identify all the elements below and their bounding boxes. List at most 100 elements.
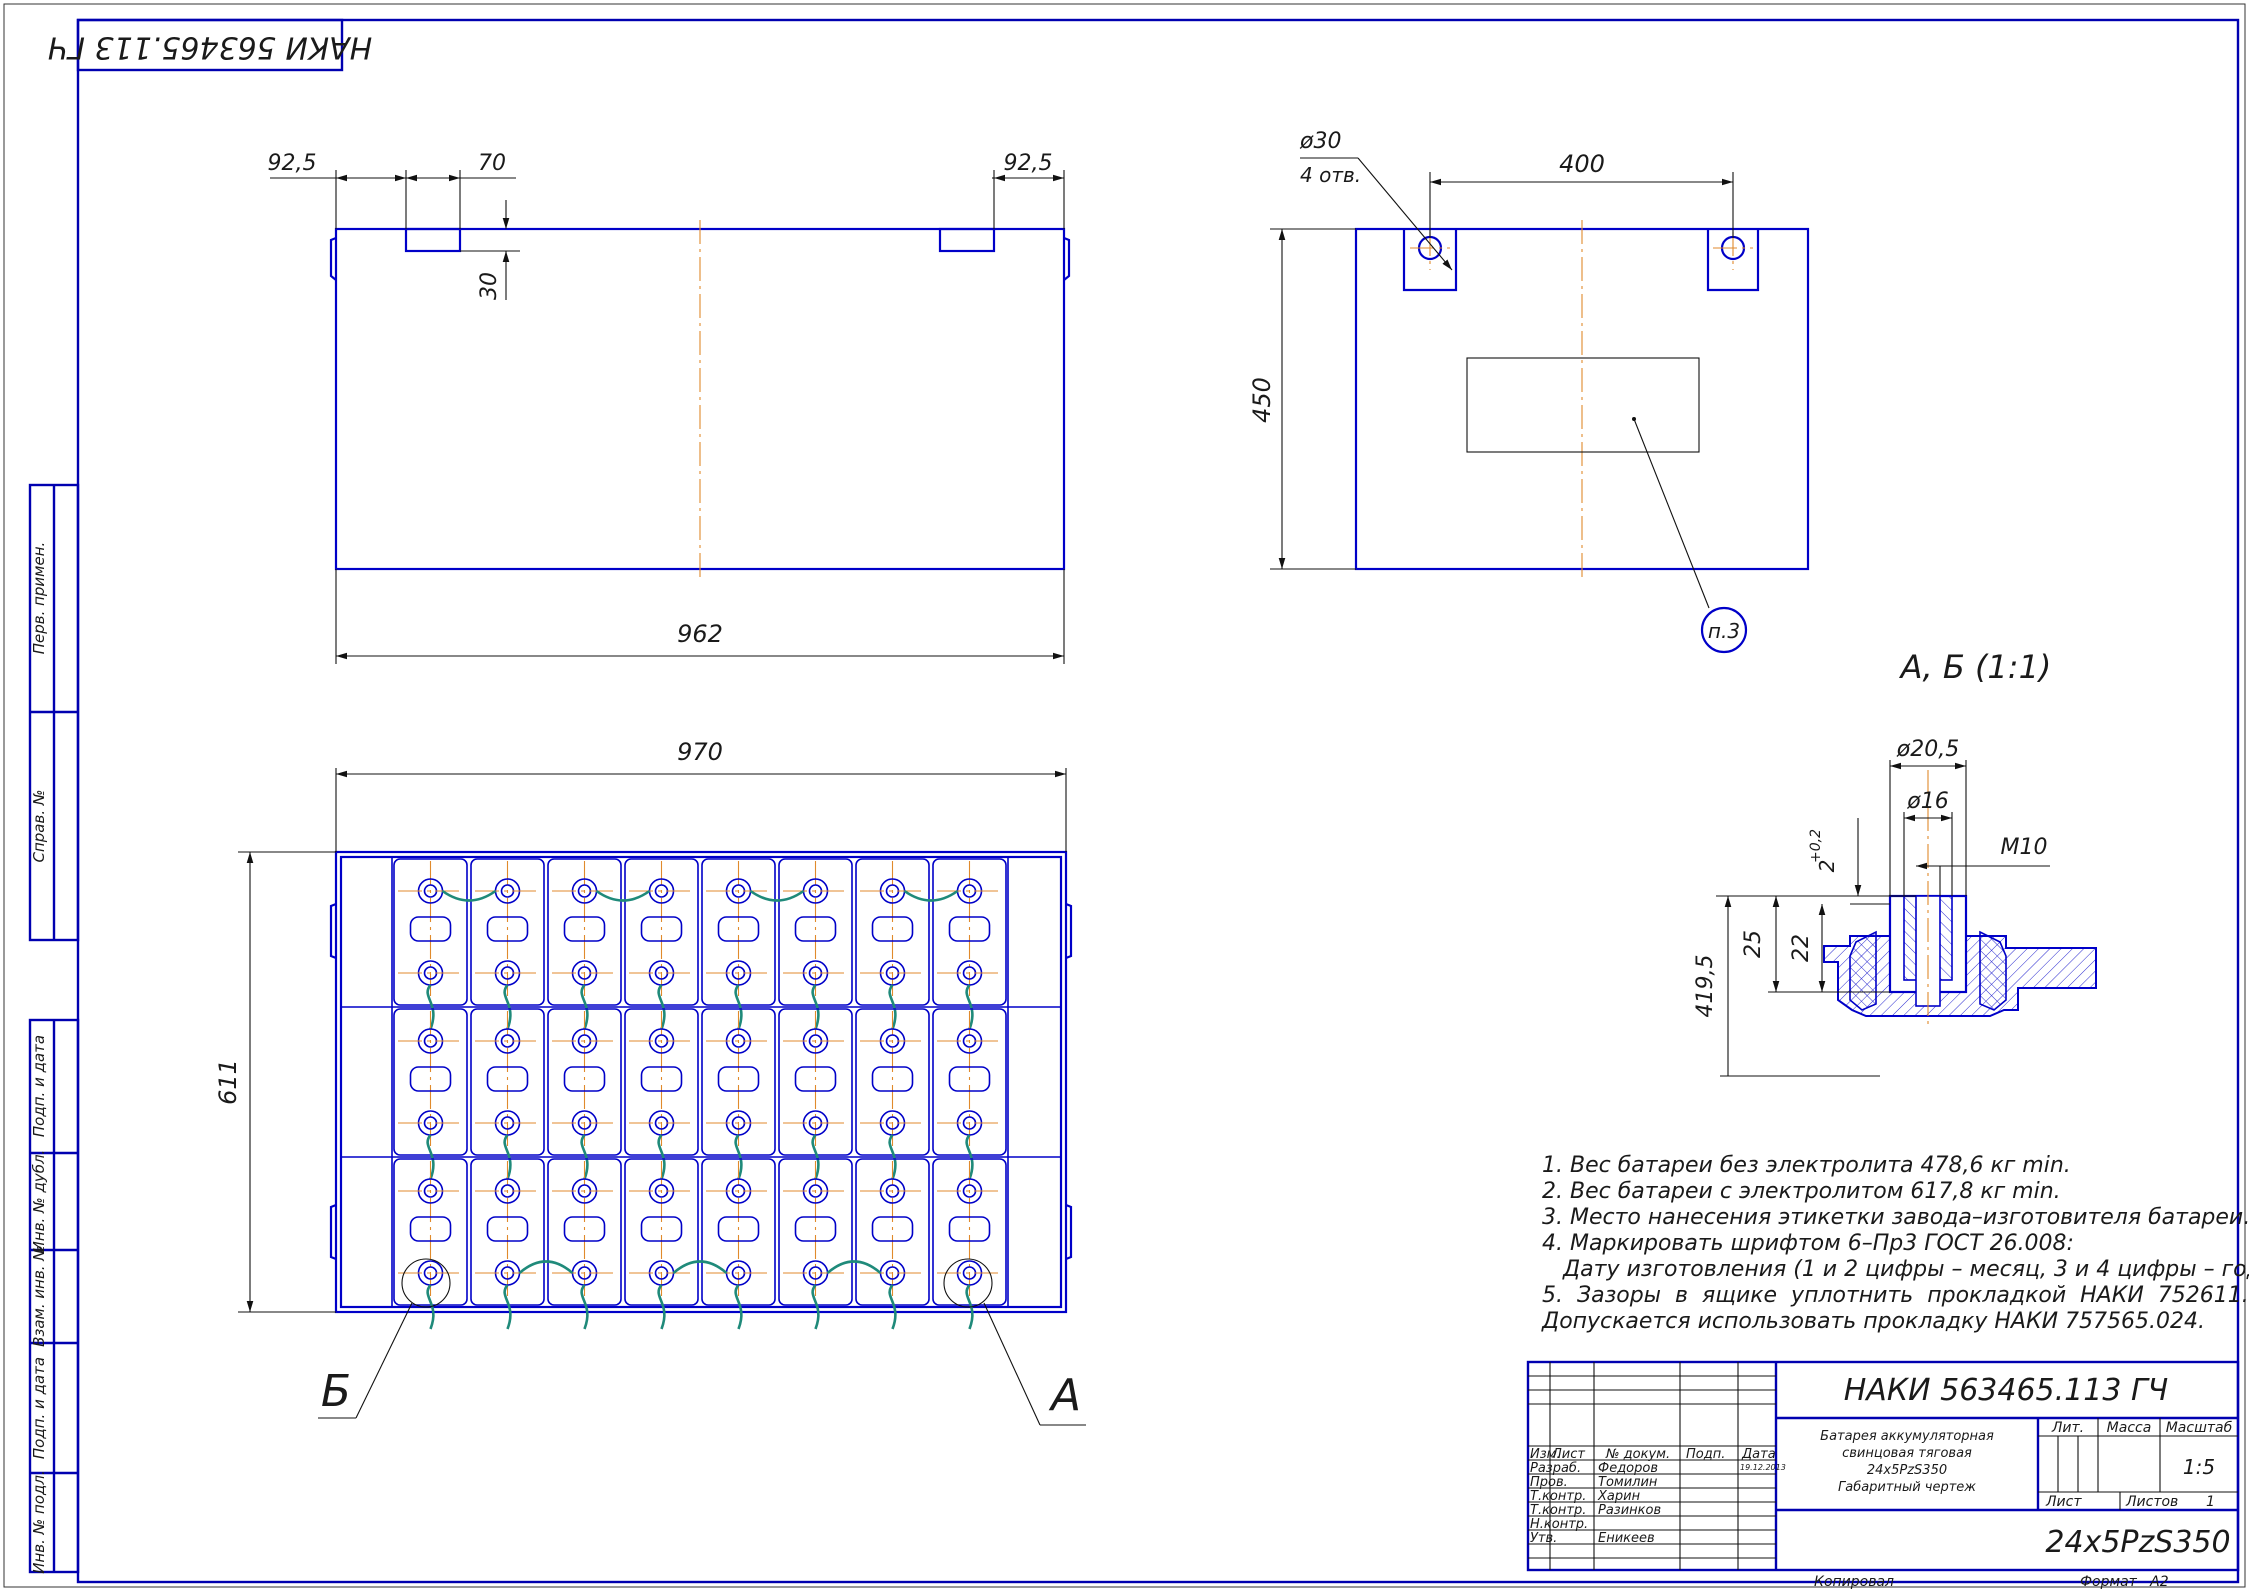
tb-designation: НАКИ 563465.113 ГЧ bbox=[1844, 1373, 2169, 1408]
dim-detail-gap-tol: +0,2 bbox=[1808, 829, 1824, 863]
label-area bbox=[1466, 357, 1700, 453]
inter-cell-connector bbox=[749, 889, 805, 902]
vent-plug bbox=[717, 1216, 760, 1242]
inter-cell-connector bbox=[657, 1284, 666, 1330]
inter-cell-connector bbox=[657, 984, 666, 1030]
dim-front-length: 962 bbox=[677, 620, 723, 648]
inter-cell-connector bbox=[965, 1134, 974, 1180]
inter-cell-connector bbox=[965, 1284, 974, 1330]
front-edge-tabs bbox=[329, 236, 1071, 281]
tb-label: Масштаб bbox=[2166, 1420, 2233, 1436]
inter-cell-connector bbox=[595, 889, 651, 902]
tb-copied: Копировал bbox=[1814, 1574, 1894, 1590]
terminal-seal bbox=[1849, 930, 2007, 1011]
tb-name: Еникеев bbox=[1598, 1531, 1655, 1546]
tb-role: Разраб. bbox=[1530, 1461, 1581, 1476]
side-column-label: Взам. инв. № bbox=[30, 1245, 48, 1347]
dim-detail-h3: 419,5 bbox=[1693, 955, 1718, 1018]
vent-plug bbox=[486, 1216, 529, 1242]
cell-grid bbox=[341, 857, 1061, 1330]
vent-plug bbox=[563, 916, 606, 942]
detail-circle-a bbox=[943, 1258, 993, 1308]
inter-cell-connector bbox=[672, 1260, 728, 1274]
tb-role: Н.контр. bbox=[1530, 1517, 1588, 1532]
inter-cell-connector bbox=[426, 984, 435, 1030]
vent-plug bbox=[640, 1216, 683, 1242]
dim-front-right: 92,5 bbox=[1004, 151, 1053, 176]
dim-detail-d1: ø20,5 bbox=[1896, 737, 1959, 762]
inter-cell-connector bbox=[426, 1284, 435, 1330]
rotated-designation-box: НАКИ 563465.113 ГЧ bbox=[48, 18, 372, 72]
inter-cell-connector bbox=[580, 984, 589, 1030]
inter-cell-connector bbox=[426, 1134, 435, 1180]
inter-cell-connector bbox=[811, 984, 820, 1030]
inter-cell-connector bbox=[903, 889, 959, 902]
inter-cell-connector bbox=[888, 1134, 897, 1180]
tb-label: Лист bbox=[2045, 1494, 2082, 1510]
front-lifting-slot-right bbox=[938, 227, 996, 253]
tb-label: Изм. bbox=[1530, 1447, 1561, 1462]
sheet-outer-border bbox=[3, 3, 2246, 1588]
tb-format: Формат А2 bbox=[2080, 1574, 2169, 1590]
inter-cell-connector bbox=[734, 1284, 743, 1330]
vent-plug bbox=[717, 1066, 760, 1092]
detail-circle-b bbox=[401, 1258, 451, 1308]
inter-cell-connector bbox=[734, 984, 743, 1030]
note-line: Допускается использовать прокладку НАКИ … bbox=[1541, 1309, 2205, 1334]
side-column-label: Подп. и дата bbox=[30, 1035, 48, 1137]
vent-plug bbox=[563, 1216, 606, 1242]
tb-name: Федоров bbox=[1598, 1461, 1658, 1476]
vent-plug bbox=[486, 1066, 529, 1092]
side-column-label: Подп. и дата bbox=[30, 1357, 48, 1459]
note-line: 4. Маркировать шрифтом 6–Пр3 ГОСТ 26.008… bbox=[1542, 1231, 2074, 1256]
inter-cell-connector bbox=[811, 1284, 820, 1330]
vent-plug bbox=[948, 1066, 991, 1092]
side-columns: Перв. примен. Справ. № Подп. и дата Инв.… bbox=[28, 483, 80, 1574]
vent-plug bbox=[409, 1216, 452, 1242]
vent-plug bbox=[563, 1066, 606, 1092]
terminal-detail: А, Б (1:1) ø20,5 ø16 M10 2 +0,2 25 22 41… bbox=[1693, 648, 2097, 1077]
side-lug-right bbox=[1706, 229, 1760, 292]
tb-name: Разинков bbox=[1598, 1503, 1661, 1518]
tb-name: Томилин bbox=[1598, 1475, 1658, 1490]
dim-detail-h2: 22 bbox=[1789, 934, 1814, 962]
note-line: Дату изготовления (1 и 2 цифры – месяц, … bbox=[1542, 1257, 2249, 1282]
inter-cell-connector bbox=[503, 1284, 512, 1330]
inter-cell-connector bbox=[826, 1260, 882, 1274]
vent-plug bbox=[871, 1216, 914, 1242]
tb-label: Лит. bbox=[2051, 1420, 2084, 1436]
dim-top-width: 970 bbox=[677, 738, 723, 766]
inter-cell-connector bbox=[888, 1284, 897, 1330]
vent-plug bbox=[640, 1066, 683, 1092]
tb-date: 19.12.2013 bbox=[1740, 1463, 1786, 1472]
top-view-inner bbox=[339, 855, 1063, 1309]
mark-a: А bbox=[1048, 1370, 1081, 1421]
vent-plug bbox=[794, 1216, 837, 1242]
tb-name: Харин bbox=[1597, 1489, 1641, 1504]
callout-text: п.3 bbox=[1708, 619, 1740, 643]
vent-plug bbox=[640, 916, 683, 942]
dim-top-depth: 611 bbox=[214, 1059, 242, 1105]
inter-cell-connector bbox=[518, 1260, 574, 1274]
tb-model: 24x5PzS350 bbox=[2045, 1525, 2230, 1560]
inter-cell-connector bbox=[811, 1134, 820, 1180]
dim-hole-count: 4 отв. bbox=[1300, 163, 1361, 187]
tb-label: Подп. bbox=[1686, 1447, 1725, 1462]
tb-label: Масса bbox=[2107, 1420, 2152, 1436]
tb-role: Т.контр. bbox=[1530, 1503, 1586, 1518]
vent-plug bbox=[871, 916, 914, 942]
inter-cell-connector bbox=[580, 1284, 589, 1330]
tb-label: Дата bbox=[1741, 1447, 1776, 1462]
inter-cell-connector bbox=[888, 984, 897, 1030]
note-line: 3. Место нанесения этикетки завода–изгот… bbox=[1542, 1205, 2249, 1230]
inter-cell-connector bbox=[965, 984, 974, 1030]
side-column-label: Справ. № bbox=[30, 790, 48, 863]
vent-plug bbox=[948, 916, 991, 942]
title-block: Изм. Лист № докум. Подп. Дата 19.12.2013… bbox=[1526, 1360, 2240, 1590]
dim-front-slot: 70 bbox=[478, 151, 506, 176]
tb-role: Утв. bbox=[1530, 1531, 1557, 1546]
dim-detail-thread: M10 bbox=[2001, 835, 2048, 860]
tb-label: № докум. bbox=[1605, 1447, 1670, 1462]
note-line: 5. Зазоры в ящике уплотнить прокладкой Н… bbox=[1542, 1283, 2249, 1308]
